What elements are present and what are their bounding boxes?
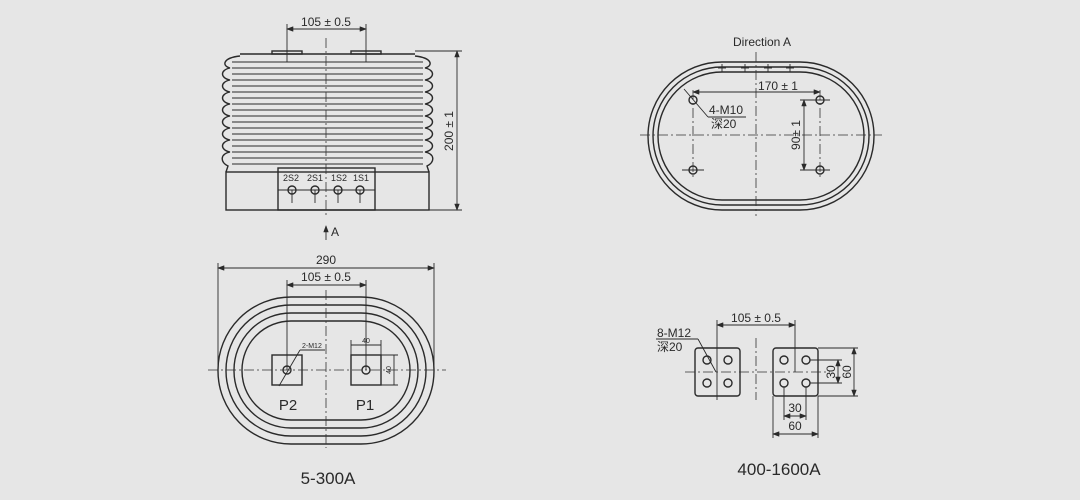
small-bolt-label: 2-M12: [302, 343, 322, 350]
large-depth-label: 深20: [657, 340, 683, 354]
small-dim-pitch: 105 ± 0.5: [301, 270, 351, 284]
large-dim-hole-h: 30: [824, 365, 838, 379]
top-view-400-1600a: 105 ± 0.5 8-M12 深20 60 30 30 60 400-1600…: [656, 311, 858, 479]
caption-5-300a: 5-300A: [301, 469, 356, 488]
direction-a-title: Direction A: [733, 35, 791, 49]
direction-dim-width: 170 ± 1: [758, 79, 798, 93]
terminal-2s1: 2S1: [307, 173, 323, 183]
large-dim-pad-h: 60: [840, 365, 854, 379]
terminal-1s1: 1S1: [353, 173, 369, 183]
front-dim-top: 105 ± 0.5: [301, 15, 351, 29]
front-dim-height: 200 ± 1: [442, 111, 456, 151]
view-arrow-a: A: [331, 225, 339, 239]
direction-a-view: Direction A 170 ± 1 90± 1 4-M10 深20: [640, 35, 882, 216]
large-dim-pad-w: 60: [788, 419, 802, 433]
pad-p2: P2: [279, 397, 297, 414]
terminal-2s2: 2S2: [283, 173, 299, 183]
direction-dim-height: 90± 1: [789, 120, 803, 150]
pad-p1: P1: [356, 397, 374, 414]
large-thread-label: 8-M12: [657, 326, 691, 340]
caption-400-1600a: 400-1600A: [737, 460, 821, 479]
large-dim-hole-w: 30: [788, 401, 802, 415]
small-dim-width: 290: [316, 253, 336, 267]
direction-depth-label: 深20: [711, 117, 737, 131]
large-dim-pitch: 105 ± 0.5: [731, 311, 781, 325]
small-pad-w: 40: [362, 338, 370, 345]
direction-thread-label: 4-M10: [709, 103, 743, 117]
terminal-1s2: 1S2: [331, 173, 347, 183]
front-view: 105 ± 0.5 2S2 2S1 1S2 1S1: [221, 15, 462, 240]
top-view-5-300a: 290 105 ± 0.5 2-M12 40 40 P2 P1 5-300A: [208, 253, 446, 488]
